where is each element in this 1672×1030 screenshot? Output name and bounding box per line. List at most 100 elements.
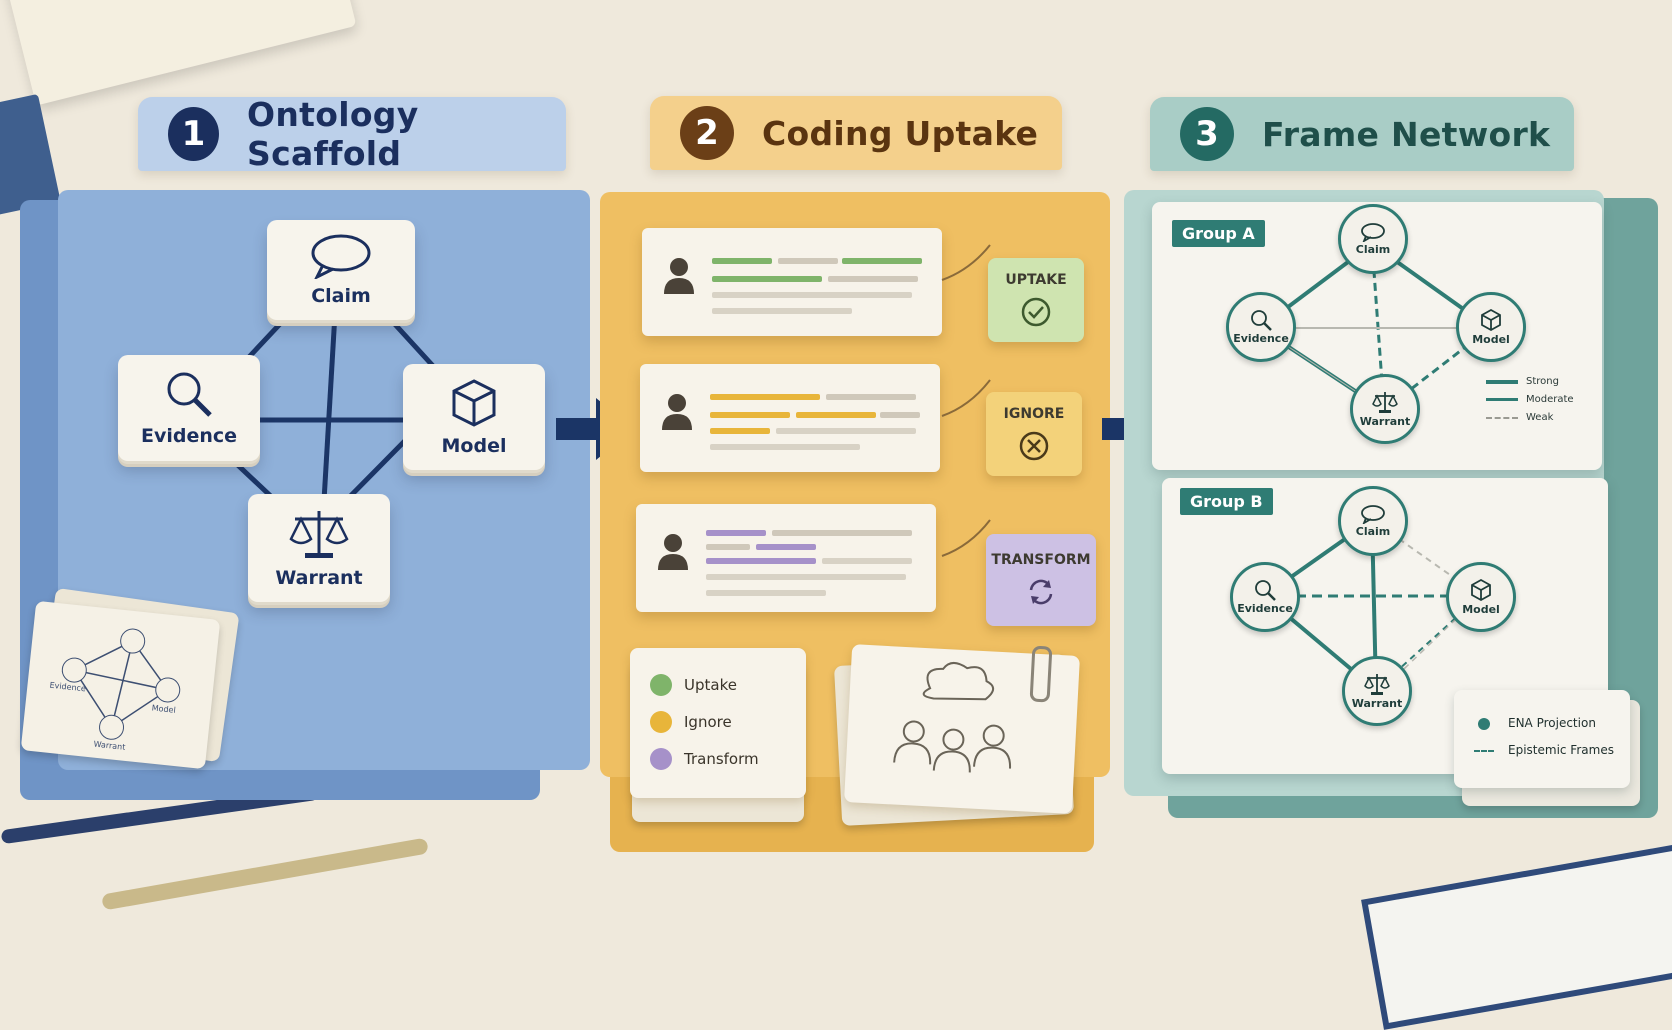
- highlight-bar: [842, 258, 922, 264]
- text-line: [712, 308, 852, 314]
- node-claim-label: Claim: [311, 285, 371, 307]
- text-line: [706, 590, 826, 596]
- node-model[interactable]: Model: [403, 364, 545, 470]
- discussion-card: [844, 644, 1080, 814]
- check-circle-icon: [1021, 297, 1051, 327]
- coding-card-uptake[interactable]: [642, 228, 942, 336]
- panel-3-title: Frame Network: [1262, 114, 1551, 154]
- panel-2-header: 2 Coding Uptake: [650, 96, 1062, 170]
- highlight-bar: [710, 412, 790, 418]
- highlight-bar: [706, 558, 816, 564]
- group-b-evidence-label: Evidence: [1237, 602, 1293, 615]
- tag-transform-label: TRANSFORM: [991, 552, 1091, 568]
- refresh-icon: [1029, 579, 1053, 605]
- panel-1-title: Ontology Scaffold: [247, 95, 419, 173]
- text-line: [712, 292, 912, 298]
- group-a-node-model[interactable]: Model: [1456, 292, 1526, 362]
- legend-strong: Strong: [1486, 376, 1559, 387]
- tag-uptake[interactable]: UPTAKE: [988, 258, 1084, 342]
- text-line: [828, 276, 918, 282]
- text-line: [710, 444, 860, 450]
- legend-ignore-dot: [650, 711, 672, 733]
- group-b-label: Group B: [1180, 488, 1273, 515]
- mini-network: [61, 628, 181, 740]
- panel-2-title: Coding Uptake: [762, 113, 1039, 153]
- legend-transform-label: Transform: [684, 750, 759, 768]
- group-b-node-evidence[interactable]: Evidence: [1230, 562, 1300, 632]
- highlight-bar: [756, 544, 816, 550]
- highlight-bar: [710, 394, 820, 400]
- scales-icon: [1364, 674, 1390, 695]
- text-line: [778, 258, 838, 264]
- person-icon: [664, 258, 694, 294]
- ena-dot: [1478, 718, 1490, 730]
- x-circle-icon: [1019, 431, 1049, 461]
- coding-card-ignore[interactable]: [640, 364, 940, 472]
- legend-strong-label: Strong: [1526, 376, 1559, 387]
- group-a-evidence-label: Evidence: [1233, 332, 1289, 345]
- legend-weak-line: [1486, 416, 1518, 419]
- tag-ignore[interactable]: IGNORE: [986, 392, 1082, 476]
- node-warrant[interactable]: Warrant: [248, 494, 390, 602]
- highlight-bar: [706, 530, 766, 536]
- group-b-node-claim[interactable]: Claim: [1338, 486, 1408, 556]
- coding-card-transform[interactable]: [636, 504, 936, 612]
- cube-icon: [452, 379, 496, 427]
- group-discussion-icon: [893, 661, 1011, 773]
- speech-bubble-icon: [1361, 223, 1385, 242]
- text-line: [826, 394, 916, 400]
- text-line: [772, 530, 912, 536]
- legend-weak: Weak: [1486, 412, 1553, 423]
- highlight-bar: [712, 276, 822, 282]
- group-a-model-label: Model: [1472, 333, 1510, 346]
- text-line: [880, 412, 920, 418]
- group-b-card: Group B Claim Evidence Model Warrant: [1162, 478, 1608, 774]
- legend-uptake-dot: [650, 674, 672, 696]
- tag-uptake-label: UPTAKE: [1005, 272, 1067, 288]
- frames-dash: [1474, 750, 1494, 752]
- panel-1-header: 1 Ontology Scaffold: [138, 95, 566, 173]
- legend-ignore-label: Ignore: [684, 713, 732, 731]
- scales-icon: [1372, 392, 1398, 413]
- panel-3-header: 3 Frame Network: [1150, 97, 1574, 171]
- group-b-node-warrant[interactable]: Warrant: [1342, 656, 1412, 726]
- group-a-label: Group A: [1172, 220, 1265, 247]
- text-line: [822, 558, 912, 564]
- group-a-node-evidence[interactable]: Evidence: [1226, 292, 1296, 362]
- group-b-node-model[interactable]: Model: [1446, 562, 1516, 632]
- cube-icon: [1481, 308, 1501, 332]
- highlight-bar: [796, 412, 876, 418]
- panel-3-number: 3: [1180, 107, 1234, 161]
- highlight-bar: [712, 258, 772, 264]
- group-a-card: Group A Claim Evidence Model Warrant Str…: [1152, 202, 1602, 470]
- node-claim[interactable]: Claim: [267, 220, 415, 320]
- magnifier-icon: [167, 372, 212, 417]
- person-icon: [662, 394, 692, 430]
- key-frames-label: Epistemic Frames: [1508, 743, 1614, 757]
- group-b-model-label: Model: [1462, 603, 1500, 616]
- legend-moderate-label: Moderate: [1526, 394, 1574, 405]
- group-a-node-warrant[interactable]: Warrant: [1350, 374, 1420, 444]
- node-evidence-label: Evidence: [140, 425, 238, 447]
- magnifier-icon: [1255, 580, 1276, 601]
- text-line: [706, 544, 750, 550]
- panel-1-number: 1: [168, 107, 220, 161]
- group-a-node-claim[interactable]: Claim: [1338, 204, 1408, 274]
- node-model-label: Model: [441, 435, 507, 457]
- node-warrant-label: Warrant: [275, 567, 363, 589]
- paperclip-icon: [1029, 645, 1053, 703]
- group-a-warrant-label: Warrant: [1359, 415, 1411, 428]
- tag-transform[interactable]: TRANSFORM: [986, 534, 1096, 626]
- magnifier-icon: [1251, 310, 1272, 331]
- speech-bubble-icon: [1361, 505, 1385, 524]
- legend-strong-line: [1486, 379, 1518, 384]
- tag-ignore-label: IGNORE: [1003, 406, 1065, 422]
- text-line: [706, 574, 906, 580]
- node-evidence[interactable]: Evidence: [118, 355, 260, 461]
- mini-ontology-card: Evidence Model Warrant: [20, 600, 221, 770]
- legend-uptake-label: Uptake: [684, 676, 737, 694]
- legend-moderate-line: [1486, 398, 1518, 401]
- group-b-warrant-label: Warrant: [1351, 697, 1403, 710]
- legend-weak-label: Weak: [1526, 412, 1554, 423]
- group-a-claim-label: Claim: [1355, 243, 1391, 256]
